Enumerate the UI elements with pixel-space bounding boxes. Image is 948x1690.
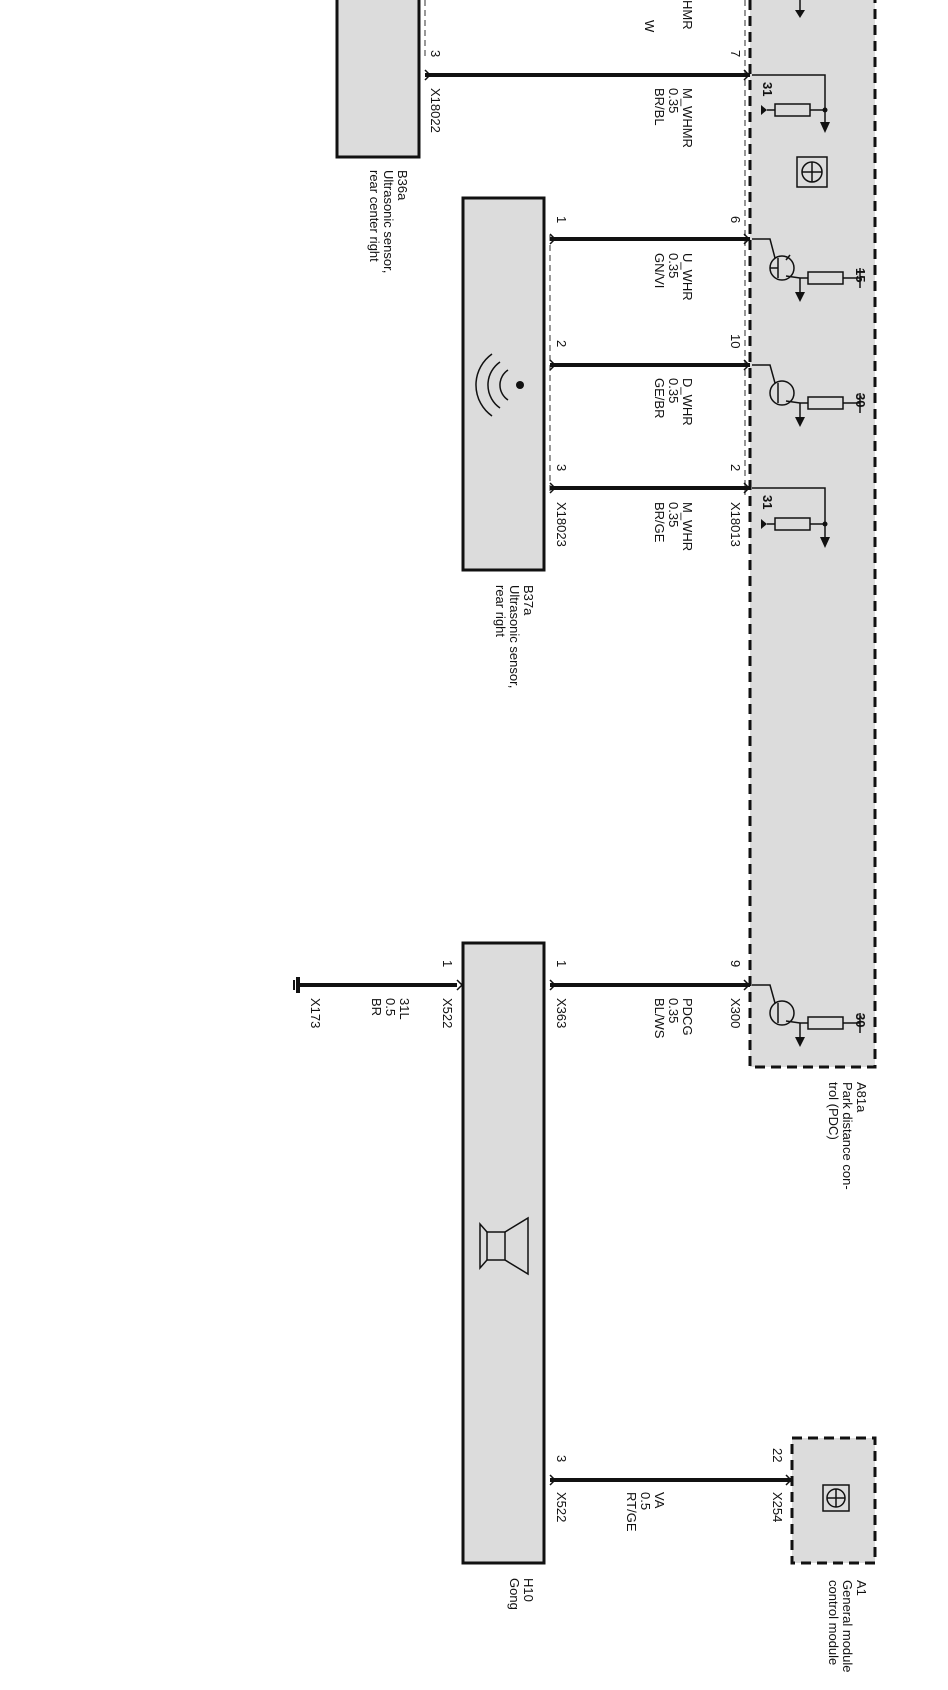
- sensor-b36a-box: [335, 0, 421, 159]
- pin-number: 6: [728, 216, 743, 223]
- ground-icon: [293, 977, 300, 993]
- pin-number: 2: [728, 464, 743, 471]
- connector-label: X522: [440, 998, 455, 1028]
- terminal-label: 15: [853, 268, 868, 282]
- pin-number: 3: [554, 464, 569, 471]
- sensor-b37a-name-2: rear right: [493, 585, 508, 637]
- wire-signal: VA: [652, 1492, 667, 1509]
- wire-signal: M_WHMR: [680, 88, 695, 148]
- sensor-b36a-name-2: rear center right: [367, 170, 382, 262]
- pin-number: 3: [428, 50, 443, 57]
- wire-color: GE/BR: [652, 378, 667, 418]
- wire-color: BL/WS: [652, 998, 667, 1039]
- wire-gauge: 0.35: [666, 253, 681, 278]
- connector-label: X18022: [428, 88, 443, 133]
- sensor-b37a-box: [461, 196, 546, 572]
- pin-number: 9: [728, 960, 743, 967]
- wire-color: GN/VI: [652, 253, 667, 288]
- pdc-module-box: [748, 0, 877, 1069]
- ground-resistor-icon: [752, 487, 830, 548]
- connector-label: X18013: [728, 502, 743, 547]
- transistor-icon: [752, 238, 861, 302]
- general-module-id: A1: [854, 1580, 869, 1596]
- ground-resistor-icon: [752, 74, 830, 133]
- connector-label: X363: [554, 998, 569, 1028]
- wire-signal: HMR: [680, 0, 695, 30]
- terminal-label: 31: [760, 82, 775, 96]
- gong-box: [461, 941, 546, 1565]
- wire-signal: PDCG: [680, 998, 695, 1036]
- wire-signal: 31L: [397, 998, 412, 1020]
- pin-number: 3: [554, 1455, 569, 1462]
- wire-gauge: 0.35: [666, 378, 681, 403]
- sensor-b36a-name-1: Ultrasonic sensor,: [381, 170, 396, 273]
- wire-color: BR/GE: [652, 502, 667, 543]
- connector-label: X18023: [554, 502, 569, 547]
- terminal-label: 30: [853, 393, 868, 407]
- transistor-icon: [752, 364, 861, 427]
- general-module-name-2: control module: [826, 1580, 841, 1665]
- sensor-b36a-id: B36a: [395, 170, 410, 201]
- speaker-icon: [479, 1216, 529, 1276]
- wire-color: RT/GE: [624, 1492, 639, 1532]
- wire-signal: D_WHR: [680, 378, 695, 426]
- terminal-label: 31: [760, 495, 775, 509]
- wire-gauge: 0.5: [638, 1492, 653, 1510]
- wire-gauge: 0.5: [383, 998, 398, 1016]
- wire-color: W: [642, 20, 657, 33]
- pin-number: 1: [554, 216, 569, 223]
- control-unit-icon: [796, 156, 828, 188]
- ultrasonic-wave-icon: [475, 353, 524, 417]
- connector-label: X300: [728, 998, 743, 1028]
- wire-gauge: 0.35: [666, 998, 681, 1023]
- wire-gauge: 0.35: [666, 88, 681, 113]
- pin-number: 22: [770, 1448, 785, 1462]
- connector-label: X522: [554, 1492, 569, 1522]
- transistor-icon: [752, 984, 861, 1047]
- wire-color: BR: [369, 998, 384, 1016]
- pin-number: 1: [440, 960, 455, 967]
- pin-number: 7: [728, 50, 743, 57]
- pin-number: 2: [554, 340, 569, 347]
- control-unit-icon: [822, 1484, 850, 1512]
- wire-gauge: 0.35: [666, 502, 681, 527]
- pdc-module-name-2: trol (PDC): [826, 1082, 841, 1140]
- connector-label: X173: [308, 998, 323, 1028]
- wire-signal: U_WHR: [680, 253, 695, 301]
- sensor-b37a-id: B37a: [521, 585, 536, 616]
- terminal-label: 30: [853, 1013, 868, 1027]
- pin-number: 10: [728, 334, 743, 348]
- wire-color: BR/BL: [652, 88, 667, 126]
- pdc-module-id: A81a: [854, 1082, 869, 1113]
- general-module-box: [790, 1436, 877, 1565]
- gong-name: Gong: [507, 1578, 522, 1610]
- pdc-module-name-1: Park distance con-: [840, 1082, 855, 1190]
- connector-icons: [424, 69, 793, 1486]
- pin-number: 1: [554, 960, 569, 967]
- connector-label: X254: [770, 1492, 785, 1522]
- gong-id: H10: [521, 1578, 536, 1602]
- wire-signal: M_WHR: [680, 502, 695, 551]
- sensor-b37a-name-1: Ultrasonic sensor,: [507, 585, 522, 688]
- general-module-name-1: General module: [840, 1580, 855, 1673]
